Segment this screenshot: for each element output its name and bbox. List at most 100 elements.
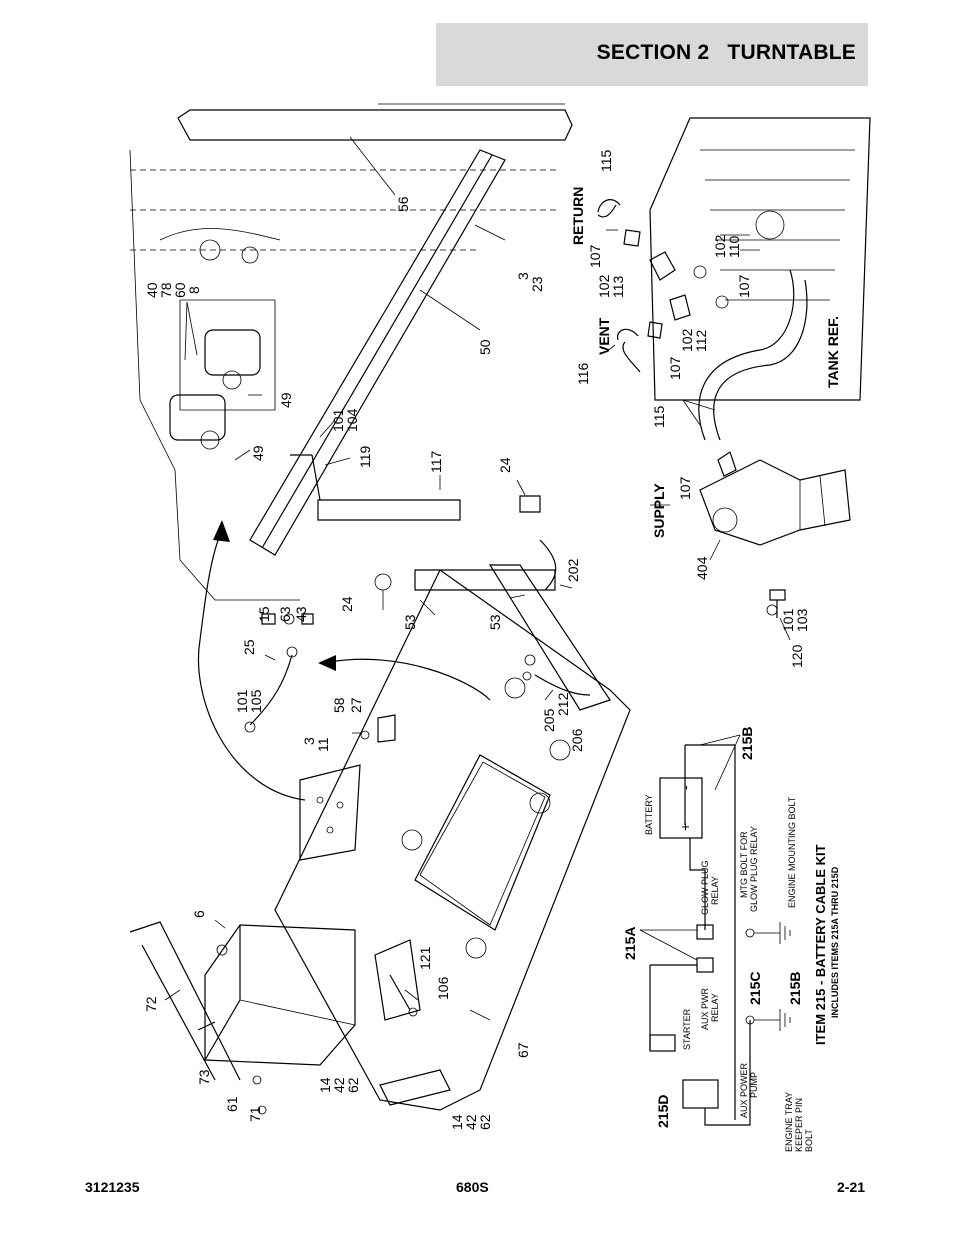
- callout-102: 102: [712, 234, 728, 258]
- diagram-linework: [129, 103, 871, 1115]
- callout-56: 56: [395, 196, 411, 212]
- callout-42: 42: [331, 1077, 347, 1093]
- mtg-bolt-label-2: GLOW PLUG RELAY: [749, 826, 759, 912]
- callout-119: 119: [357, 445, 373, 468]
- callout-11: 11: [315, 737, 331, 752]
- callout-67: 67: [515, 1042, 531, 1058]
- callout-215d: 215D: [655, 1095, 671, 1128]
- callout-205: 205: [541, 708, 557, 732]
- callout-62: 62: [345, 1077, 361, 1093]
- battery-plus: +: [677, 823, 693, 831]
- callout-101: 101: [234, 689, 250, 713]
- callout-121: 121: [417, 946, 433, 970]
- callout-60: 60: [172, 282, 188, 298]
- callout-115: 115: [598, 149, 614, 172]
- engine-tray-label-3: BOLT: [804, 1129, 814, 1152]
- callout-3: 3: [301, 737, 317, 745]
- section-header: SECTION 2 TURNTABLE: [436, 23, 868, 86]
- battery-minus: -: [677, 785, 693, 790]
- callout-61: 61: [224, 1096, 240, 1112]
- vent-label: VENT: [596, 317, 612, 355]
- callout-6: 6: [191, 910, 207, 918]
- callout-107: 107: [677, 476, 693, 500]
- engine-mounting-bolt-label: ENGINE MOUNTING BOLT: [787, 796, 797, 908]
- return-label: RETURN: [570, 187, 586, 245]
- callout-27: 27: [348, 697, 364, 713]
- supply-label: SUPPLY: [651, 483, 667, 538]
- callout-25: 25: [241, 639, 257, 655]
- callout-115: 115: [651, 405, 667, 428]
- engine-tray-label: ENGINE TRAY: [784, 1092, 794, 1152]
- section-title: SECTION 2 TURNTABLE: [596, 41, 856, 64]
- callout-215b: 215B: [739, 727, 755, 760]
- aux-pwr-relay-label: AUX PWR: [700, 987, 710, 1030]
- glow-plug-relay-label-2: RELAY: [710, 876, 720, 905]
- callout-49: 49: [250, 445, 266, 461]
- callout-212: 212: [555, 692, 571, 716]
- starter-label: STARTER: [682, 1008, 692, 1050]
- battery-box: [659, 777, 703, 839]
- footer-doc-number: 3121235: [85, 1179, 140, 1195]
- callout-215c: 215C: [747, 972, 763, 1005]
- tank-ref-label: TANK REF.: [825, 316, 841, 388]
- callout-215a: 215A: [622, 927, 638, 960]
- callout-62: 62: [477, 1114, 493, 1130]
- callout-14: 14: [449, 1114, 465, 1130]
- battery-cable-kit: BATTERY + - GLOW PLUG RELAY MTG BOLT FOR…: [622, 727, 840, 1152]
- callout-71: 71: [247, 1106, 263, 1122]
- callout-23: 23: [529, 276, 545, 292]
- aux-pwr-relay-symbol: [696, 957, 714, 973]
- aux-power-pump-label: AUX POWER: [739, 1062, 749, 1118]
- callout-107: 107: [736, 274, 752, 298]
- callout-53: 53: [402, 614, 418, 630]
- ground-point-1: [745, 928, 755, 938]
- callout-104: 104: [344, 408, 360, 432]
- relay-upper: [204, 329, 261, 390]
- callout-53: 53: [487, 614, 503, 630]
- callout-72: 72: [143, 996, 159, 1012]
- callout-404: 404: [694, 556, 710, 580]
- callout-40: 40: [144, 282, 160, 298]
- mtg-bolt-label: MTG BOLT FOR: [739, 831, 749, 898]
- callout-78: 78: [158, 282, 174, 298]
- callout-120: 120: [789, 644, 805, 668]
- callout-14: 14: [317, 1077, 333, 1093]
- callout-113: 113: [610, 275, 626, 298]
- relay-lower: [169, 394, 226, 450]
- kit-subtitle: INCLUDES ITEMS 215A THRU 215D: [830, 866, 840, 1018]
- callout-110: 110: [726, 235, 742, 258]
- callout-202: 202: [565, 558, 581, 582]
- callout-102: 102: [596, 274, 612, 298]
- footer-page-number: 2-21: [837, 1179, 866, 1195]
- callout-63: 63: [277, 606, 293, 622]
- aux-power-pump-symbol: [682, 1079, 719, 1109]
- callout-102: 102: [679, 328, 695, 352]
- callout-8: 8: [186, 286, 202, 294]
- callout-106: 106: [435, 976, 451, 1000]
- callout-50: 50: [477, 339, 493, 355]
- hose-labels: RETURN VENT SUPPLY TANK REF.: [570, 187, 841, 538]
- callout-24: 24: [497, 457, 513, 473]
- aux-power-pump-label-2: PUMP: [749, 1072, 759, 1098]
- starter-symbol: [649, 1034, 676, 1052]
- battery-label: BATTERY: [644, 794, 654, 835]
- callout-101: 101: [780, 608, 796, 632]
- callout-58: 58: [331, 697, 347, 713]
- footer-model: 680S: [456, 1179, 489, 1195]
- callout-43: 43: [293, 606, 309, 622]
- callout-15: 15: [256, 606, 272, 622]
- callout-3: 3: [515, 272, 531, 280]
- aux-pwr-relay-label-2: RELAY: [710, 993, 720, 1022]
- leader-lines: [164, 136, 791, 1021]
- callout-116: 116: [575, 362, 591, 385]
- callout-numbers: 40 78 60 8 56 3 23 50 49 49 101 104 119 …: [143, 149, 810, 1130]
- glow-plug-relay-symbol: [696, 924, 714, 940]
- callout-42: 42: [463, 1114, 479, 1130]
- callout-49: 49: [278, 392, 294, 408]
- callout-24: 24: [339, 596, 355, 612]
- engine-tray-label-2: KEEPER PIN: [794, 1098, 804, 1152]
- callout-117: 117: [428, 450, 444, 473]
- callout-73: 73: [196, 1069, 212, 1085]
- callout-101: 101: [330, 408, 346, 432]
